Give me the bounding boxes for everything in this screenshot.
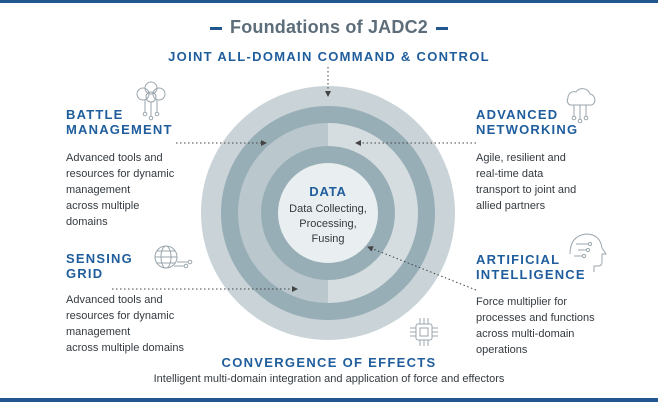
desc-line: Agile, resilient and — [476, 152, 566, 164]
desc-line: Advanced tools and — [66, 294, 163, 306]
artificial-intelligence-heading: ARTIFICIAL INTELLIGENCE — [476, 252, 586, 282]
desc-line: across multiple — [66, 200, 140, 212]
globe-network-icon — [154, 245, 193, 269]
desc-line: Force multiplier for — [476, 296, 568, 308]
desc-line: resources for dynamic — [66, 310, 175, 322]
data-heading: DATA — [309, 184, 347, 199]
heading-line: ADVANCED — [476, 107, 559, 122]
heading-line: INTELLIGENCE — [476, 267, 586, 282]
jadc2-heading: JOINT ALL-DOMAIN COMMAND & CONTROL — [168, 49, 490, 64]
artificial-intelligence-description: Force multiplier for processes and funct… — [476, 294, 595, 358]
convergence-heading: CONVERGENCE OF EFFECTS — [221, 355, 437, 370]
desc-line: management — [66, 184, 131, 196]
data-description: Data Collecting, Processing, Fusing — [273, 202, 383, 247]
advanced-networking-heading: ADVANCED NETWORKING — [476, 107, 578, 137]
data-line: Processing, — [299, 218, 357, 230]
desc-line: resources for dynamic — [66, 168, 175, 180]
heading-line: BATTLE — [66, 107, 124, 122]
data-line: Data Collecting, — [289, 203, 367, 215]
core-circle — [278, 163, 378, 263]
bottom-border — [0, 398, 658, 402]
desc-line: across multi-domain — [476, 328, 575, 340]
heading-line: NETWORKING — [476, 122, 579, 137]
cloud-network-icon — [566, 88, 596, 124]
circuit-tree-icon — [136, 81, 166, 121]
battle-management-heading: BATTLE MANAGEMENT — [66, 107, 173, 137]
battle-management-description: Advanced tools and resources for dynamic… — [66, 150, 174, 230]
heading-line: SENSING — [66, 251, 133, 266]
heading-line: ARTIFICIAL — [476, 252, 561, 267]
connector-ai — [367, 246, 477, 291]
convergence-description: Intelligent multi-domain integration and… — [153, 373, 505, 385]
desc-line: across multiple domains — [66, 342, 184, 354]
title-dash-right — [436, 26, 448, 30]
desc-line: processes and functions — [476, 312, 595, 324]
desc-line: transport to joint and — [476, 184, 577, 196]
sensing-grid-heading: SENSING GRID — [66, 251, 133, 281]
desc-line: allied partners — [476, 200, 546, 212]
title-dash-left — [210, 26, 222, 30]
title-text: Foundations of JADC2 — [230, 17, 428, 37]
desc-line: Advanced tools and — [66, 152, 163, 164]
chip-icon — [410, 318, 438, 346]
data-line: Fusing — [311, 233, 345, 245]
heading-line: MANAGEMENT — [66, 122, 173, 137]
desc-line: management — [66, 326, 131, 338]
desc-line: domains — [66, 216, 108, 228]
desc-line: real-time data — [476, 168, 544, 180]
heading-line: GRID — [66, 266, 104, 281]
advanced-networking-description: Agile, resilient and real-time data tran… — [476, 150, 576, 214]
page-title: Foundations of JADC2 — [0, 17, 658, 38]
ai-head-icon — [569, 233, 607, 272]
desc-line: operations — [476, 344, 528, 356]
sensing-grid-description: Advanced tools and resources for dynamic… — [66, 292, 184, 356]
top-border — [0, 0, 658, 3]
